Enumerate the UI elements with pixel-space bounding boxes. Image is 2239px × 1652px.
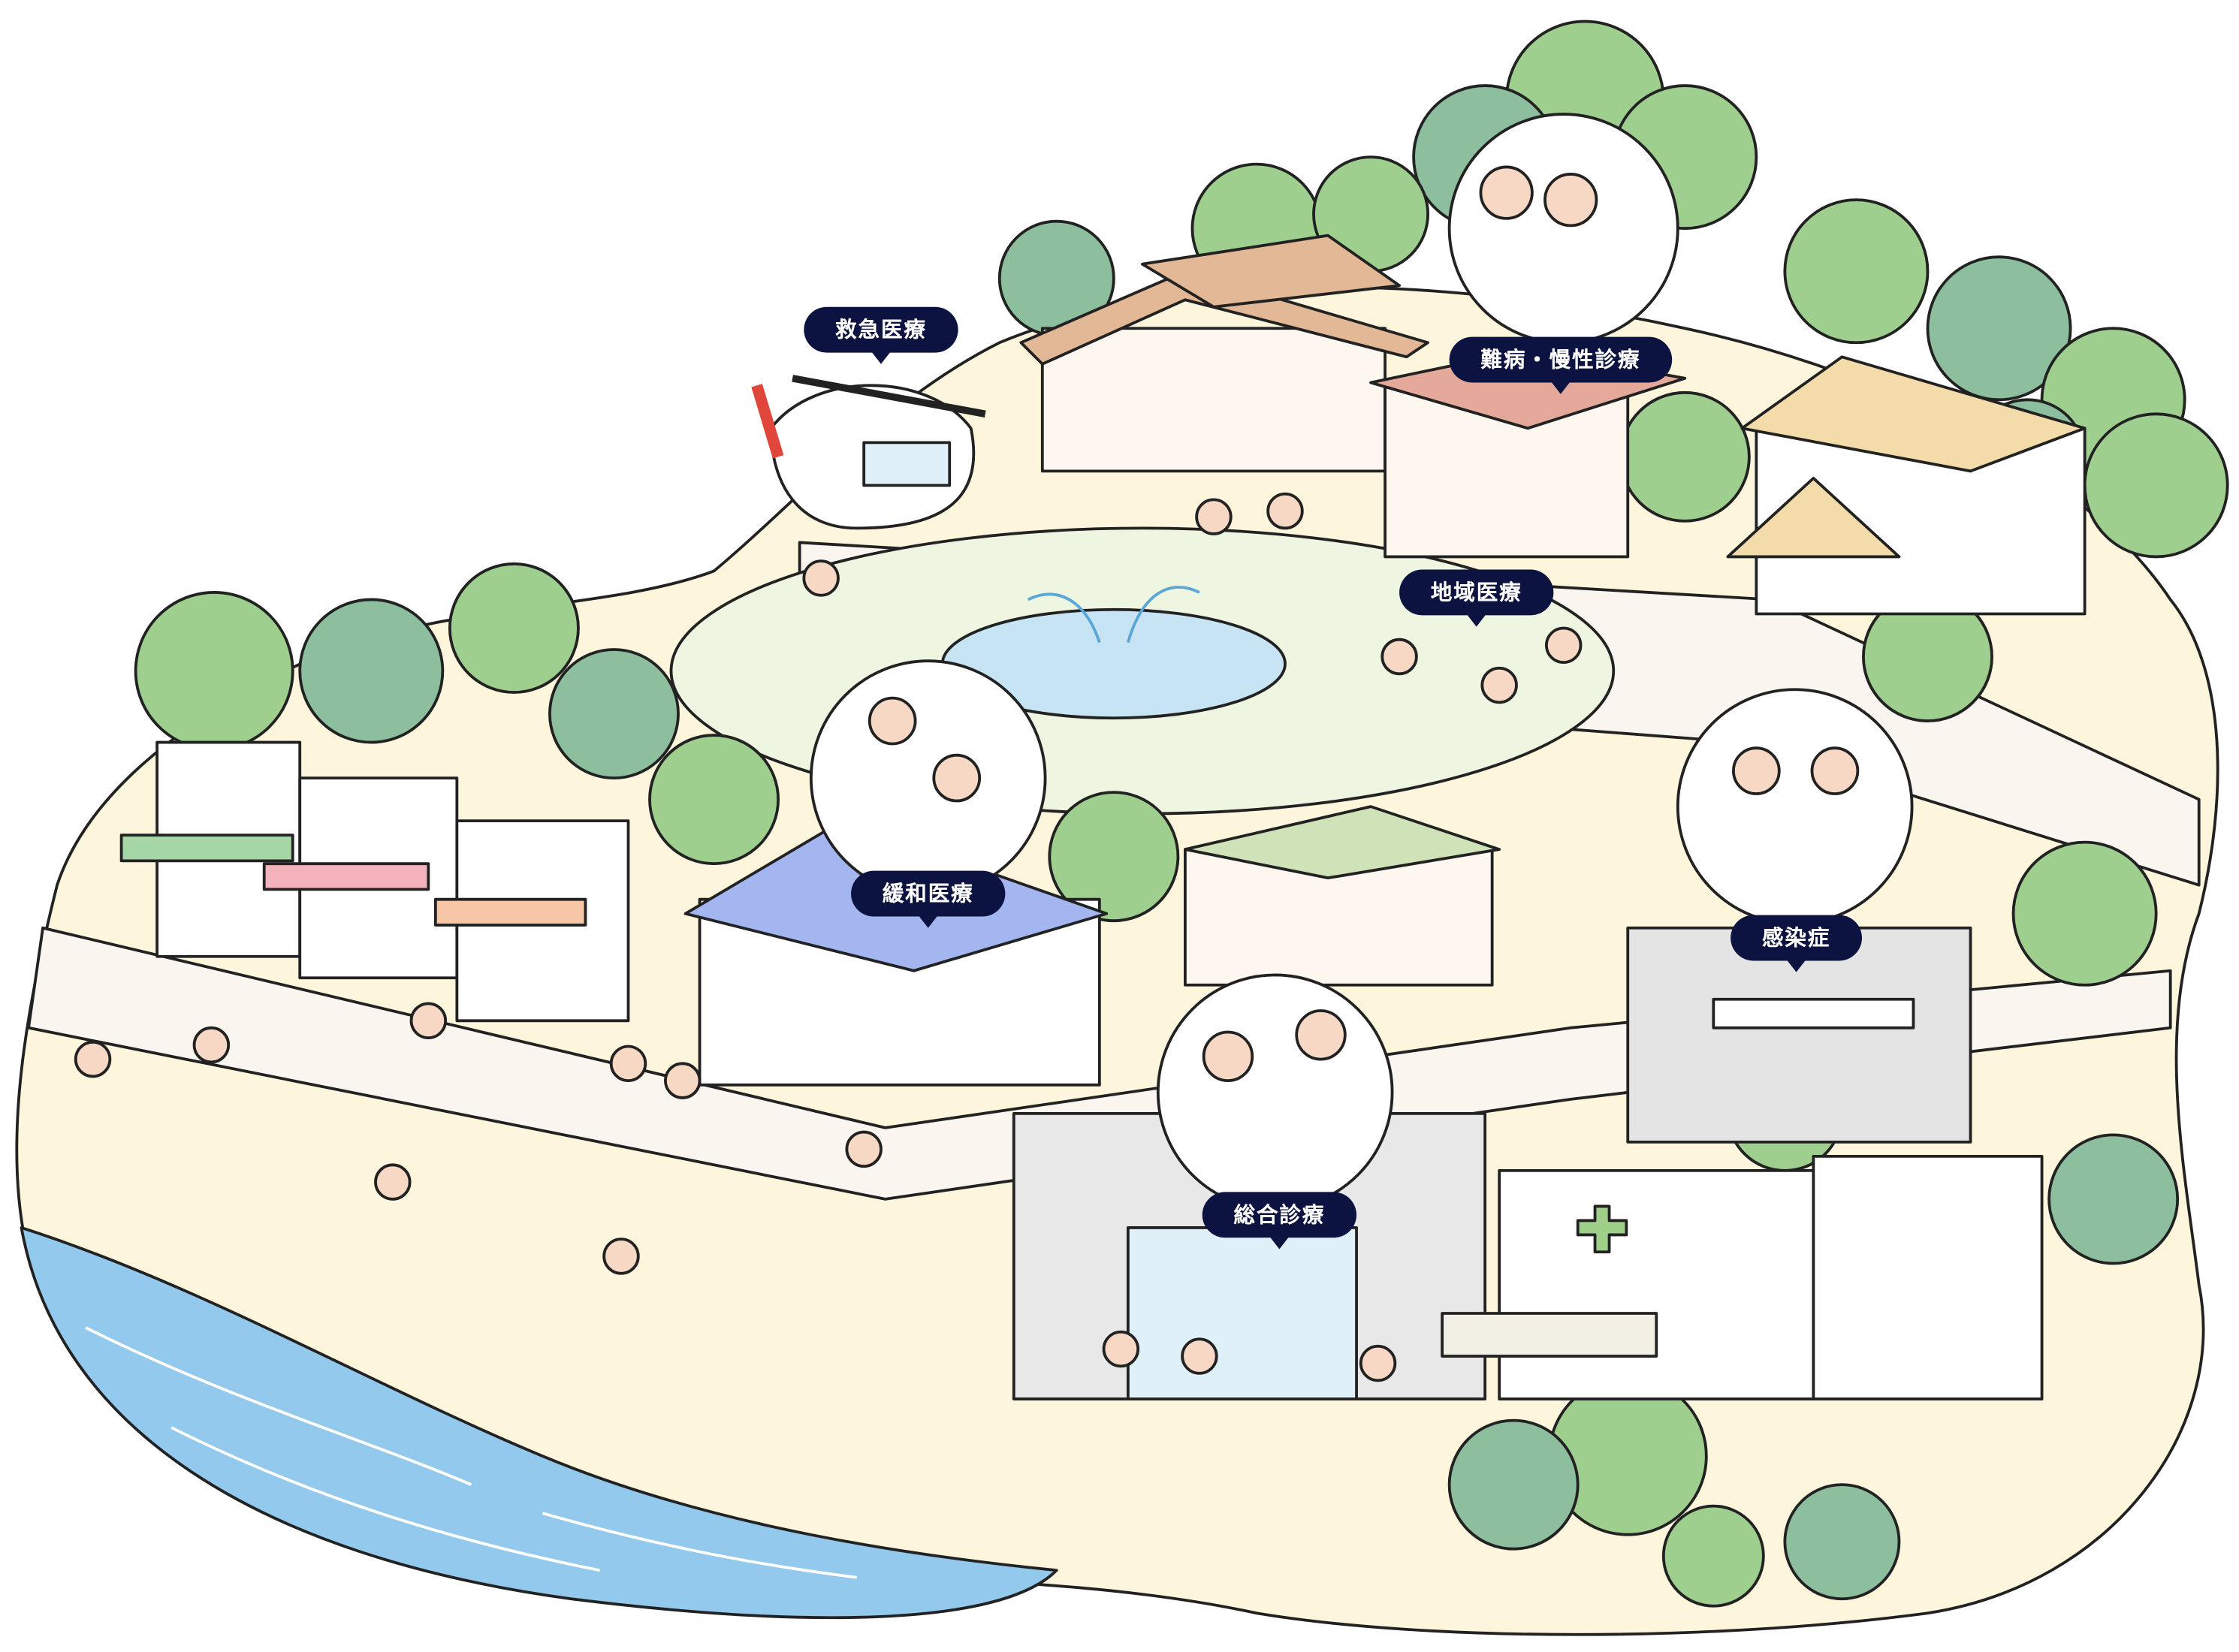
house-right	[1726, 355, 2087, 616]
sea	[20, 1226, 1058, 1620]
clinic-intractable	[1369, 348, 1687, 559]
label-palliative-care[interactable]: 緩和医療	[851, 870, 1006, 928]
label-general-medicine[interactable]: 総合診療	[1202, 1192, 1357, 1250]
label-community-medicine[interactable]: 地域医療	[1399, 569, 1554, 627]
label-emergency-medicine[interactable]: 救急医療	[804, 306, 958, 364]
label-intractable-chronic-care[interactable]: 難病・慢性診療	[1449, 336, 1673, 394]
buildings	[119, 234, 2087, 1400]
label-infectious-disease[interactable]: 感染症	[1731, 915, 1863, 972]
shops-left	[119, 740, 630, 1023]
pharmacy	[1184, 805, 1501, 987]
helicopter	[751, 375, 986, 530]
people	[74, 165, 1860, 1382]
house-top-left	[1019, 234, 1430, 473]
road-lower	[27, 926, 2172, 1201]
